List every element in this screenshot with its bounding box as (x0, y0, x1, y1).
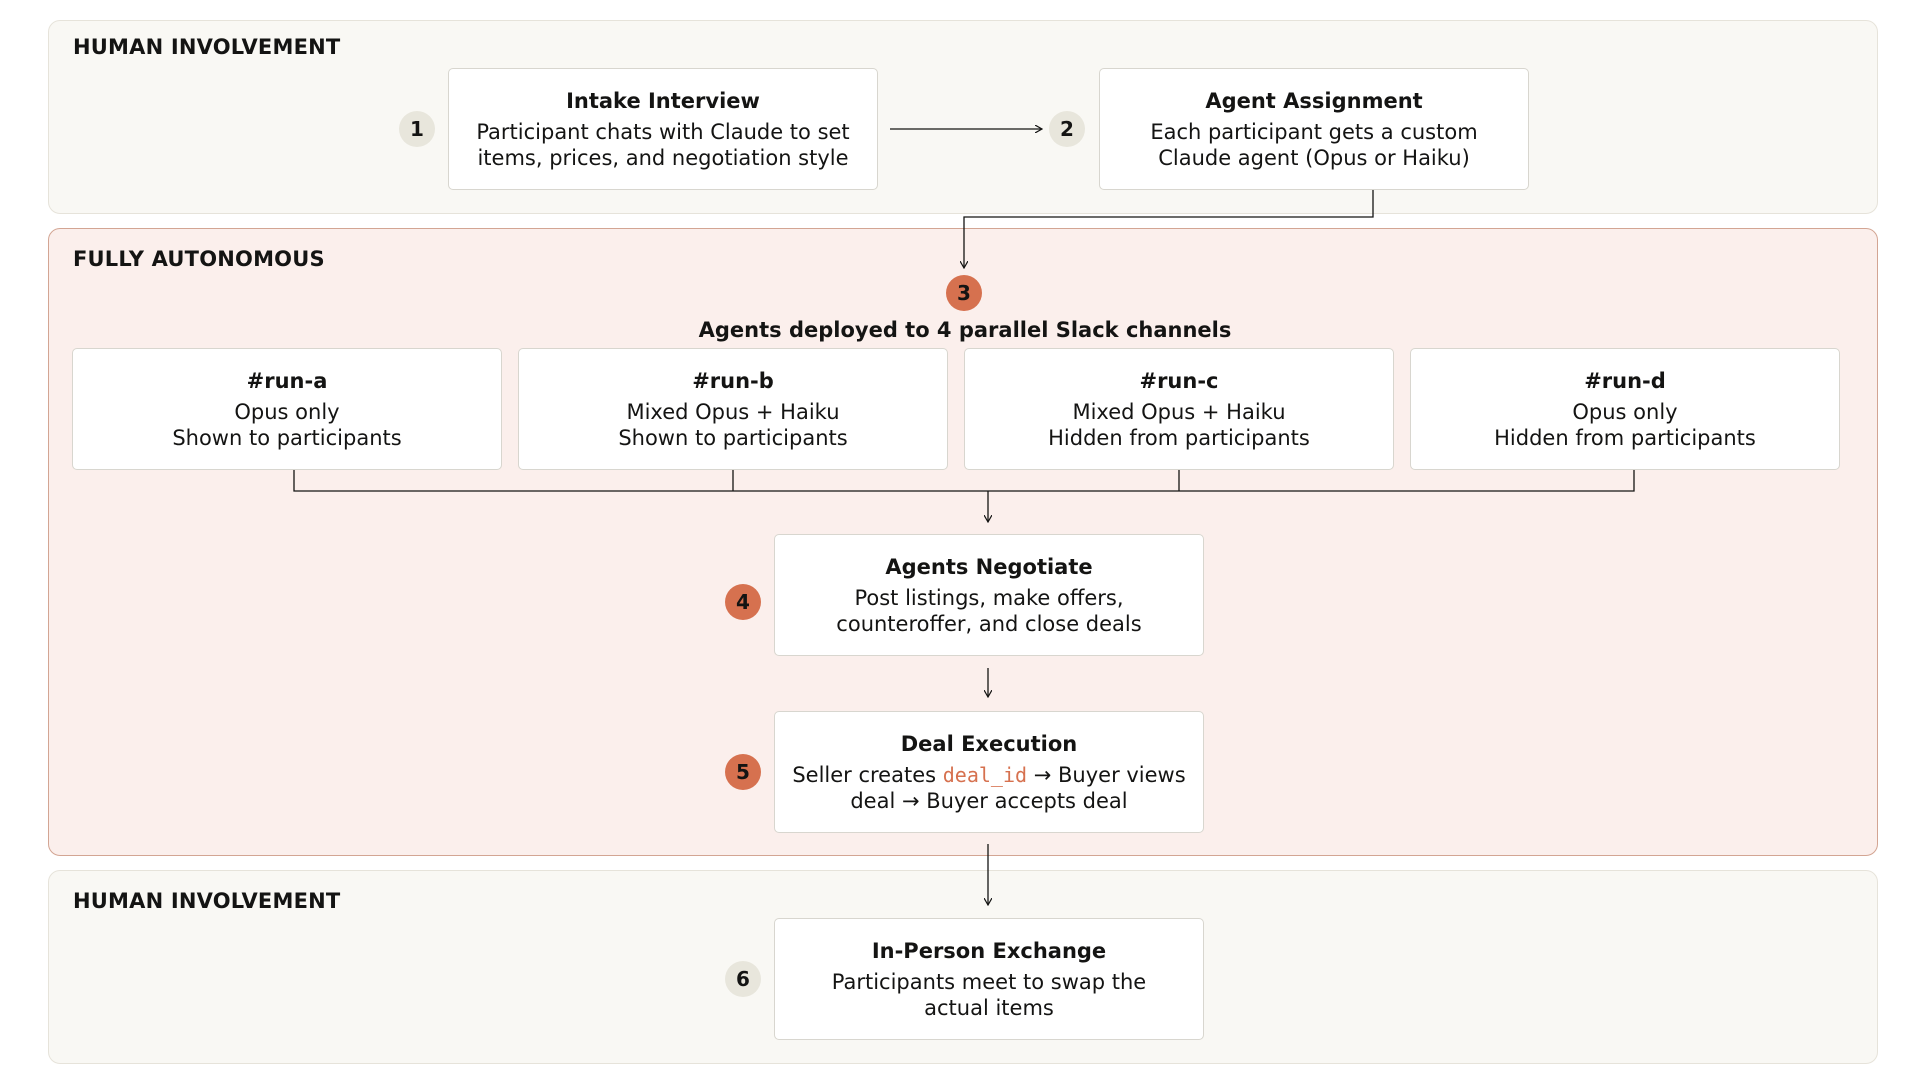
step-2-badge: 2 (1049, 111, 1085, 147)
deal-id-code: deal_id (942, 762, 1028, 787)
in-person-exchange-card: In-Person Exchange Participants meet to … (774, 918, 1204, 1040)
deal-execution-line1-pre: Seller creates (792, 762, 943, 787)
channel-card-run-d: #run-d Opus only Hidden from participant… (1410, 348, 1840, 470)
intake-interview-line1: Participant chats with Claude to set (476, 119, 850, 144)
deal-execution-title: Deal Execution (900, 731, 1078, 756)
agents-negotiate-title: Agents Negotiate (885, 554, 1093, 579)
channels-caption: Agents deployed to 4 parallel Slack chan… (698, 318, 1232, 342)
agent-assignment-line1: Each participant gets a custom (1150, 119, 1478, 144)
section-label-human-top: HUMAN INVOLVEMENT (73, 35, 341, 59)
channel-model: Opus only (1572, 399, 1678, 424)
agent-assignment-card: Agent Assignment Each participant gets a… (1099, 68, 1529, 190)
human-involvement-panel-top: HUMAN INVOLVEMENT (48, 20, 1878, 214)
deal-execution-card: Deal Execution Seller creates deal_id → … (774, 711, 1204, 833)
agents-negotiate-line2: counteroffer, and close deals (836, 611, 1142, 636)
agent-assignment-title: Agent Assignment (1205, 88, 1423, 113)
deal-execution-line2: deal → Buyer accepts deal (850, 788, 1128, 813)
channel-card-run-b: #run-b Mixed Opus + Haiku Shown to parti… (518, 348, 948, 470)
channel-model: Opus only (234, 399, 340, 424)
step-3-badge: 3 (946, 275, 982, 311)
flow-arrow-glyph: → (1027, 762, 1058, 787)
channel-model: Mixed Opus + Haiku (626, 399, 840, 424)
channel-card-run-c: #run-c Mixed Opus + Haiku Hidden from pa… (964, 348, 1394, 470)
step-1-badge: 1 (399, 111, 435, 147)
in-person-exchange-line1: Participants meet to swap the (831, 969, 1147, 994)
section-label-human-bottom: HUMAN INVOLVEMENT (73, 889, 341, 913)
in-person-exchange-line2: actual items (924, 995, 1054, 1020)
channel-name: #run-c (1139, 368, 1219, 393)
channel-visibility: Hidden from participants (1494, 425, 1756, 450)
channel-card-run-a: #run-a Opus only Shown to participants (72, 348, 502, 470)
intake-interview-line2: items, prices, and negotiation style (477, 145, 849, 170)
channel-name: #run-b (692, 368, 774, 393)
agents-negotiate-card: Agents Negotiate Post listings, make off… (774, 534, 1204, 656)
channel-model: Mixed Opus + Haiku (1072, 399, 1286, 424)
channel-visibility: Shown to participants (172, 425, 402, 450)
channel-name: #run-a (246, 368, 328, 393)
intake-interview-card: Intake Interview Participant chats with … (448, 68, 878, 190)
section-label-autonomous: FULLY AUTONOMOUS (73, 247, 325, 271)
step-6-badge: 6 (725, 961, 761, 997)
step-4-badge: 4 (725, 584, 761, 620)
channel-visibility: Hidden from participants (1048, 425, 1310, 450)
channel-name: #run-d (1584, 368, 1666, 393)
agent-assignment-line2: Claude agent (Opus or Haiku) (1158, 145, 1470, 170)
agents-negotiate-line1: Post listings, make offers, (854, 585, 1124, 610)
in-person-exchange-title: In-Person Exchange (871, 938, 1107, 963)
step-5-badge: 5 (725, 754, 761, 790)
channel-visibility: Shown to participants (618, 425, 848, 450)
deal-execution-line1-post: Buyer views (1058, 762, 1186, 787)
intake-interview-title: Intake Interview (566, 88, 760, 113)
deal-execution-line1: Seller creates deal_id → Buyer views (792, 762, 1185, 788)
